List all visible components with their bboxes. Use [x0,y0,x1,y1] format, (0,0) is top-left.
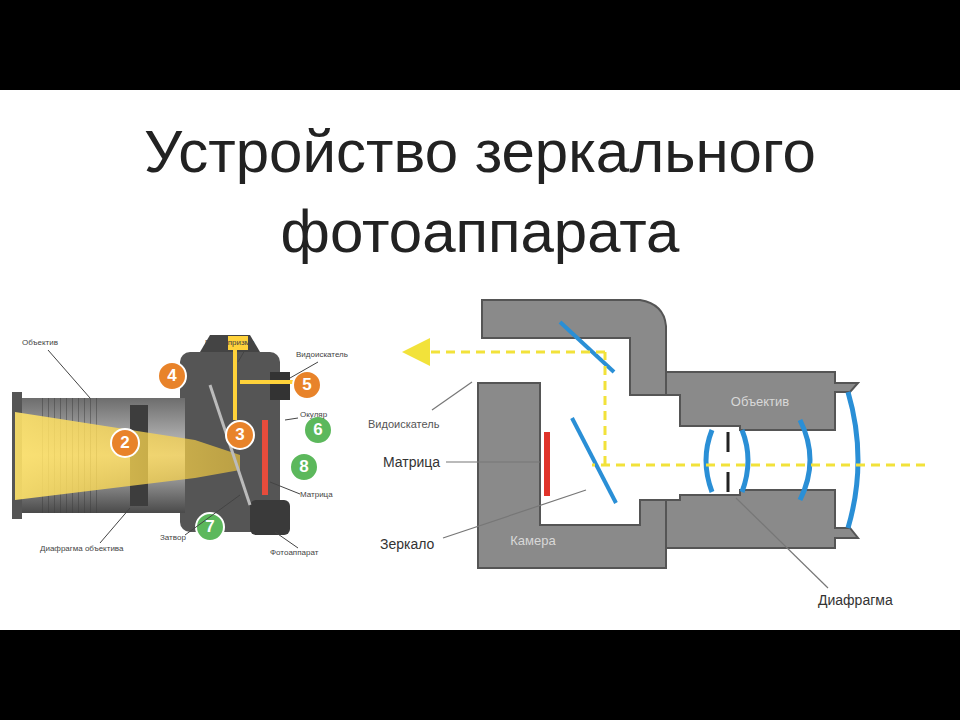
lens-barrel [666,372,858,548]
callout-number: 5 [302,375,311,395]
camera-body [478,300,666,568]
node-text: Объектив [731,394,789,409]
title: Устройство зеркального фотоаппарата [0,112,960,272]
callout-circles [111,362,332,541]
callout-number: 7 [205,517,214,537]
small-leaders [48,350,318,548]
part-label: Диафрагма объектива [40,544,123,553]
camera-body-area: Камера [478,526,588,554]
part-label: Видоискатель [296,350,348,359]
part-label: Диафрагма [818,592,893,608]
leader-lines [432,382,828,588]
lens-area: Объектив [690,384,830,418]
callout-number: 6 [313,420,322,440]
part-label: Зеркало [380,536,434,552]
lens-elements [706,392,858,528]
node-text: Камера [510,533,555,548]
callout-number: 4 [167,366,176,386]
aperture-blades [727,432,730,492]
part-label: Матрица [300,490,333,499]
part-label: Окуляр [300,410,327,419]
part-label: Затвор [160,533,186,542]
part-label: Видоискатель [368,418,439,431]
part-label: Фотоаппарат [270,548,318,557]
part-label: Объектив [22,338,58,347]
part-label: Пентапризма [205,338,255,347]
callout-number: 3 [235,425,244,445]
small-camera [12,335,295,535]
prism-mirror [560,322,614,372]
light-arrowhead [402,338,430,366]
main-mirror [572,418,616,503]
top-bar [0,0,960,90]
light-path [428,352,925,465]
part-label: Матрица [383,454,440,470]
callout-number: 2 [120,433,129,453]
callout-number: 8 [299,457,308,477]
sensor [544,432,550,496]
bottom-bar [0,630,960,720]
